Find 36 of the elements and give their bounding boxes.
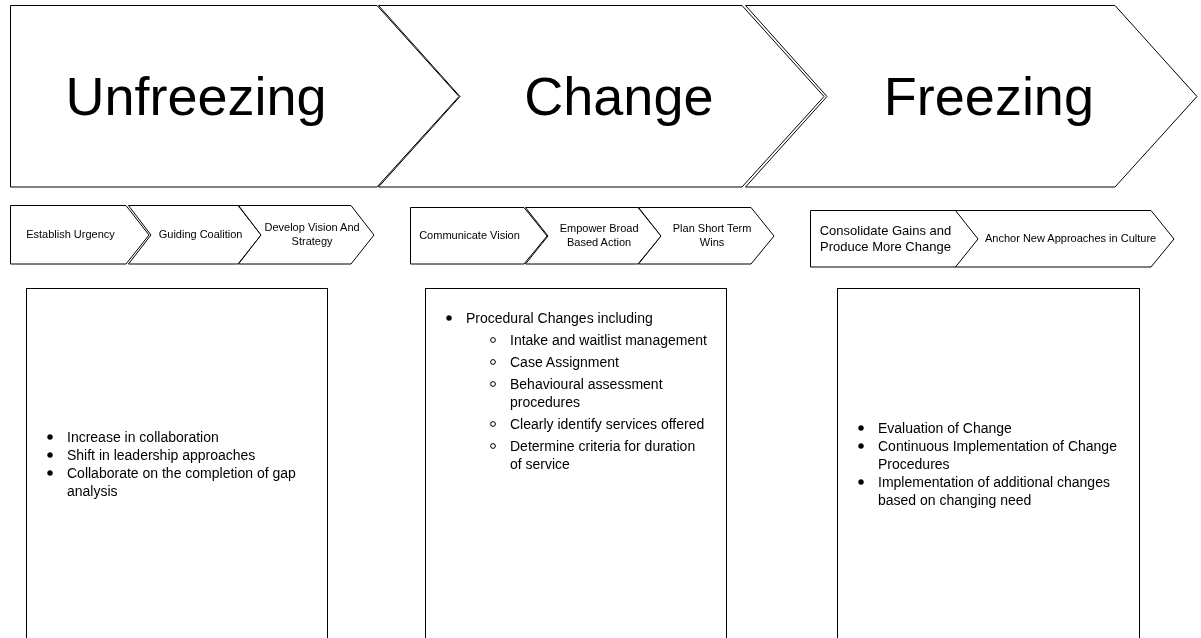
step-label: Guiding Coalition — [157, 227, 244, 243]
step-banner — [955, 210, 1175, 268]
stage-title: Freezing — [882, 64, 1095, 128]
sub-bullet-text: Case Assignment — [510, 354, 619, 370]
bullet-text: Procedural Changes including — [466, 310, 653, 326]
step-label: Empower Broad Based Action — [558, 221, 640, 250]
sub-bullet-text: Behavioural assessment procedures — [510, 376, 663, 410]
bullet-text: Continuous Implementation of Change Procedures — [878, 438, 1117, 472]
step-label: Consolidate Gains and Produce More Change — [818, 221, 953, 256]
text-panel — [425, 288, 727, 638]
text-panel — [26, 288, 328, 638]
step-banner — [10, 205, 150, 265]
sub-bullet-text: Clearly identify services offered — [510, 416, 705, 432]
step-label: Develop Vision And Strategy — [263, 220, 361, 249]
step-label: Establish Urgency — [25, 227, 116, 243]
step-label: Plan Short Term Wins — [671, 221, 753, 250]
step-label: Communicate Vision — [418, 228, 521, 244]
step-banner — [810, 210, 980, 268]
step-banner — [410, 207, 548, 265]
phase-banner — [10, 5, 460, 188]
bullet-text: Evaluation of Change — [878, 420, 1012, 436]
sub-bullet-text: Determine criteria for duration of service — [510, 438, 696, 472]
step-banner — [128, 205, 262, 265]
step-label: Anchor New Approaches in Culture — [984, 231, 1158, 247]
sub-bullet-text: Intake and waitlist management — [510, 332, 707, 348]
bullet-text: Implementation of additional changes based on changing need — [878, 474, 1110, 508]
phase-banner — [378, 5, 825, 188]
bullet-text: Collaborate on the completion of gap analysis — [67, 465, 296, 499]
text-panel — [837, 288, 1140, 638]
step-banner — [525, 207, 662, 265]
phase-banner — [745, 5, 1198, 188]
bullet-text: Increase in collaboration — [67, 429, 219, 445]
stage-title: Unfreezing — [64, 64, 328, 128]
stage-title: Change — [523, 64, 715, 128]
step-banner — [638, 207, 775, 265]
bullet-text: Shift in leadership approaches — [67, 447, 256, 463]
